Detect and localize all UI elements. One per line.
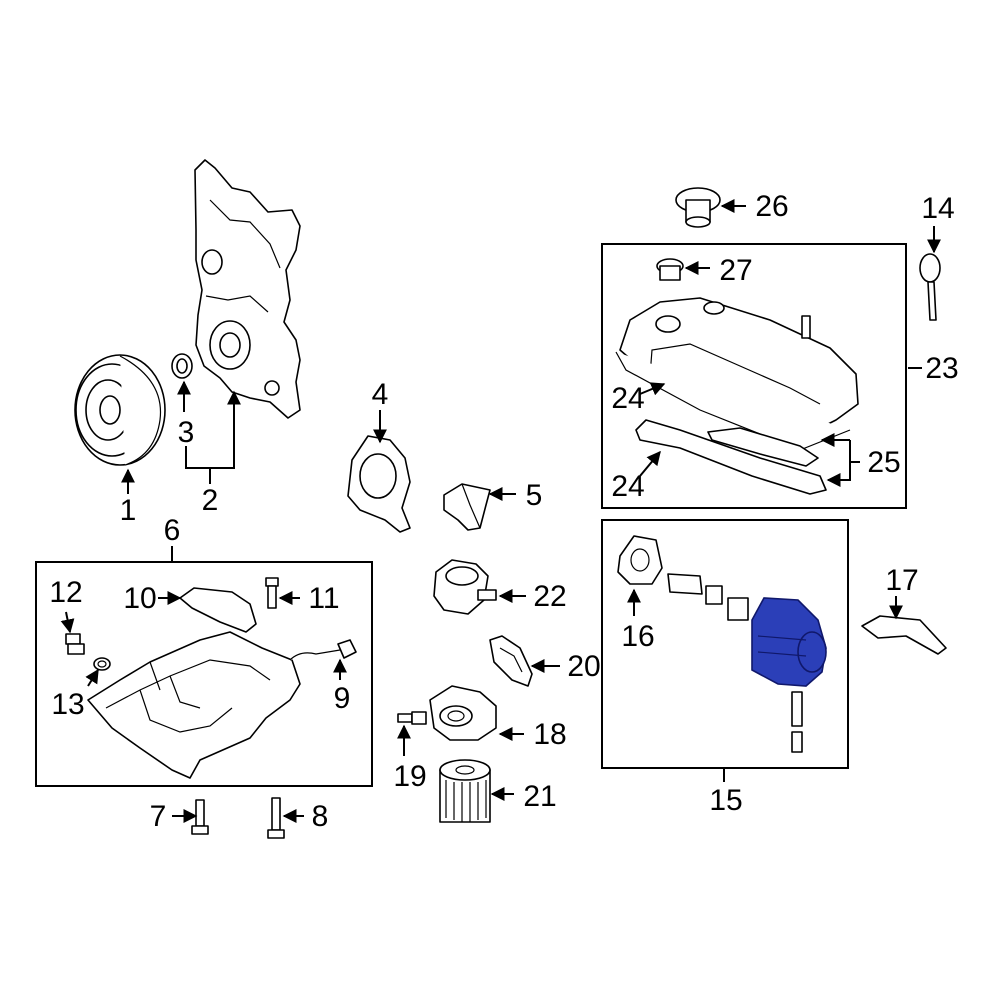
- valve-cover-gasket[interactable]: [635, 419, 827, 495]
- oil-filter[interactable]: [439, 759, 491, 823]
- bolt-19[interactable]: [397, 711, 427, 725]
- callout-18: 18: [533, 718, 566, 751]
- oil-cooler[interactable]: [433, 559, 497, 615]
- callout-3: 3: [178, 416, 195, 449]
- callout-2: 2: [202, 484, 219, 517]
- callout-27: 27: [719, 254, 752, 287]
- crankshaft-pulley[interactable]: [74, 354, 166, 466]
- rear-seal-housing[interactable]: [347, 435, 411, 533]
- callout-10: 10: [123, 582, 156, 615]
- callout-labels: 1 2 3 4 5 6 7 8 9 10 11 12 13 14 15 16 1…: [49, 190, 958, 833]
- timing-cover[interactable]: [194, 159, 301, 419]
- leader-lines: [60, 199, 941, 823]
- gasket-20[interactable]: [489, 635, 533, 687]
- pump-pin[interactable]: [791, 691, 803, 753]
- engine-bracket[interactable]: [443, 483, 491, 531]
- callout-24-lower: 24: [611, 470, 644, 503]
- baffle-plate[interactable]: [179, 587, 257, 633]
- front-oil-seal[interactable]: [171, 353, 193, 379]
- callout-5: 5: [526, 479, 543, 512]
- callout-12: 12: [49, 576, 82, 609]
- callout-13: 13: [51, 688, 84, 721]
- callout-6: 6: [164, 514, 181, 547]
- callout-11: 11: [308, 582, 339, 615]
- callout-1: 1: [120, 494, 137, 527]
- oil-filter-adapter[interactable]: [429, 685, 497, 741]
- oil-pan-group-box: [35, 561, 373, 787]
- callout-8: 8: [312, 800, 329, 833]
- callout-21: 21: [523, 780, 556, 813]
- oil-pump-highlighted[interactable]: [751, 597, 827, 687]
- callout-26: 26: [755, 190, 788, 223]
- washer[interactable]: [93, 657, 111, 671]
- valve-cover-group-box: [601, 243, 907, 509]
- dipstick[interactable]: [919, 253, 941, 321]
- callout-22: 22: [533, 580, 566, 613]
- bracket-17[interactable]: [861, 615, 947, 655]
- callout-16: 16: [621, 620, 654, 653]
- callout-25: 25: [867, 446, 900, 479]
- callout-19: 19: [393, 760, 426, 793]
- callout-9: 9: [334, 682, 351, 715]
- callout-20: 20: [567, 650, 600, 683]
- drain-plug[interactable]: [65, 633, 85, 655]
- callout-15: 15: [709, 784, 742, 817]
- callout-17: 17: [885, 564, 918, 597]
- bolt-11[interactable]: [265, 577, 279, 609]
- callout-24-upper: 24: [611, 382, 644, 415]
- pump-shaft[interactable]: [667, 573, 749, 621]
- grommet[interactable]: [656, 258, 684, 281]
- valve-cover[interactable]: [615, 297, 859, 451]
- oil-filler-cap[interactable]: [675, 187, 721, 228]
- callout-7: 7: [150, 800, 167, 833]
- pump-gasket[interactable]: [617, 535, 663, 585]
- callout-14: 14: [921, 192, 954, 225]
- callout-23: 23: [925, 352, 958, 385]
- oil-pan[interactable]: [87, 631, 357, 779]
- bolt-8[interactable]: [267, 797, 285, 839]
- callout-4: 4: [372, 378, 389, 411]
